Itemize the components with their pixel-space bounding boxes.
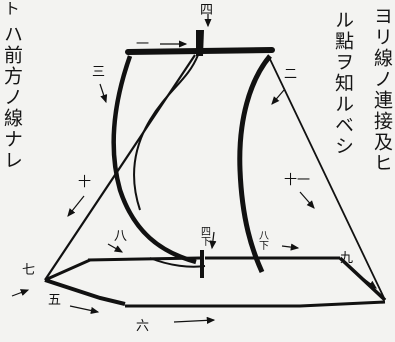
- hull-front: [125, 300, 386, 308]
- label-stroke-9: 九: [340, 251, 353, 266]
- hull-left-corner: [44, 258, 91, 282]
- arrow-8-right: [281, 243, 300, 251]
- sail-left-curve: [111, 55, 197, 265]
- arrow-10: [67, 195, 85, 217]
- arrow-11: [299, 191, 315, 209]
- hull-back-line: [87, 256, 201, 262]
- arrow-4-lower: [209, 231, 217, 250]
- label-stroke-4: 四: [200, 3, 213, 18]
- arrow-9: [359, 275, 377, 289]
- arrow-7: [11, 289, 30, 297]
- text-column-left-1: ハ前方ノ線ナレ: [1, 24, 23, 171]
- sail-right-curve: [237, 54, 272, 274]
- label-stroke-8-left: 八: [114, 229, 127, 244]
- text-column-right-1: ヨリ線ノ連接及ヒ: [371, 6, 393, 174]
- label-stroke-7: 七: [22, 263, 35, 278]
- top-yard: [125, 47, 275, 55]
- label-stroke-4-lower: 四下: [199, 226, 211, 247]
- hull-front-left: [44, 278, 126, 306]
- label-stroke-8-right: 八下: [257, 230, 269, 251]
- arrow-8-left: [107, 243, 124, 253]
- hull-right-side: [338, 256, 387, 302]
- label-stroke-2: 二: [284, 67, 297, 82]
- arrow-2: [271, 89, 285, 105]
- label-stroke-10: 十: [78, 175, 91, 190]
- rigging-right: [267, 54, 386, 301]
- arrow-5: [69, 305, 100, 315]
- label-stroke-6: 六: [136, 319, 149, 334]
- rigging-left: [44, 54, 196, 281]
- text-column-left-partial: ト: [1, 0, 20, 18]
- label-stroke-1: 一: [136, 37, 149, 52]
- label-stroke-11: 十一: [284, 173, 310, 188]
- arrow-3: [99, 83, 108, 104]
- text-column-right-2: ル點ヲ知ルベシ: [332, 10, 354, 157]
- label-stroke-5: 五: [48, 293, 61, 308]
- sail-middle-curve: [133, 54, 199, 211]
- arrow-6: [173, 316, 216, 324]
- label-stroke-3: 三: [92, 65, 105, 80]
